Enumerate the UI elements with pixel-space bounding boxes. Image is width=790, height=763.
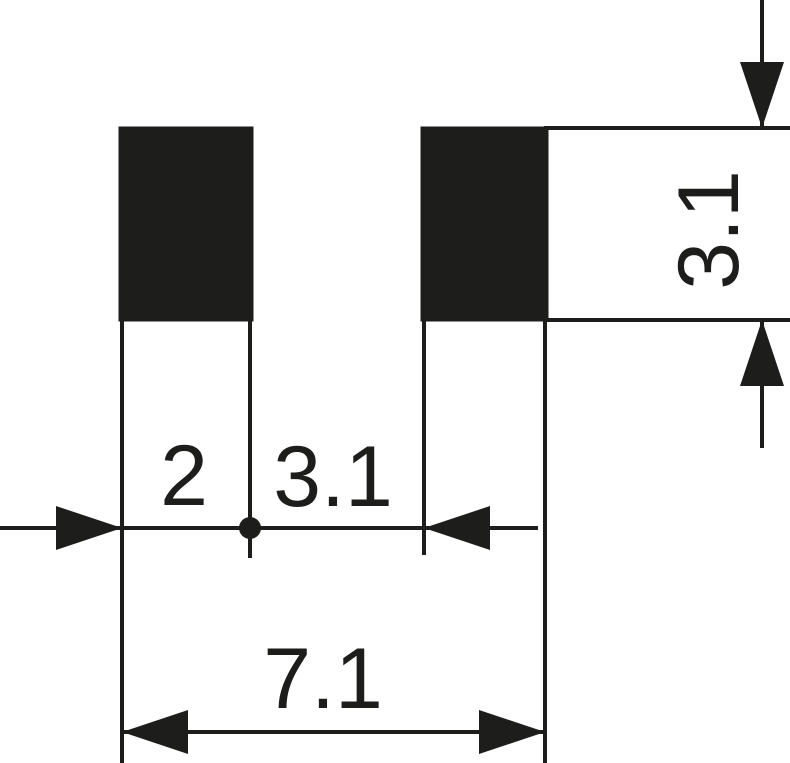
overall-width-arrowhead-right-icon	[479, 710, 545, 754]
dimension-origin-dot	[239, 517, 261, 539]
arrowhead-left-icon	[424, 506, 490, 550]
overall-width-arrowhead-left-icon	[122, 710, 188, 754]
right-pad	[420, 126, 549, 322]
arrowhead-right-icon	[56, 506, 122, 550]
arrowhead-up-icon	[740, 320, 784, 386]
left-pad	[118, 126, 254, 322]
pad-gap-label: 3.1	[273, 429, 393, 525]
pad-height-label: 3.1	[661, 170, 757, 290]
arrowhead-down-icon	[740, 62, 784, 128]
overall-width-label: 7.1	[263, 631, 383, 727]
pad-width-label: 2	[160, 428, 208, 524]
